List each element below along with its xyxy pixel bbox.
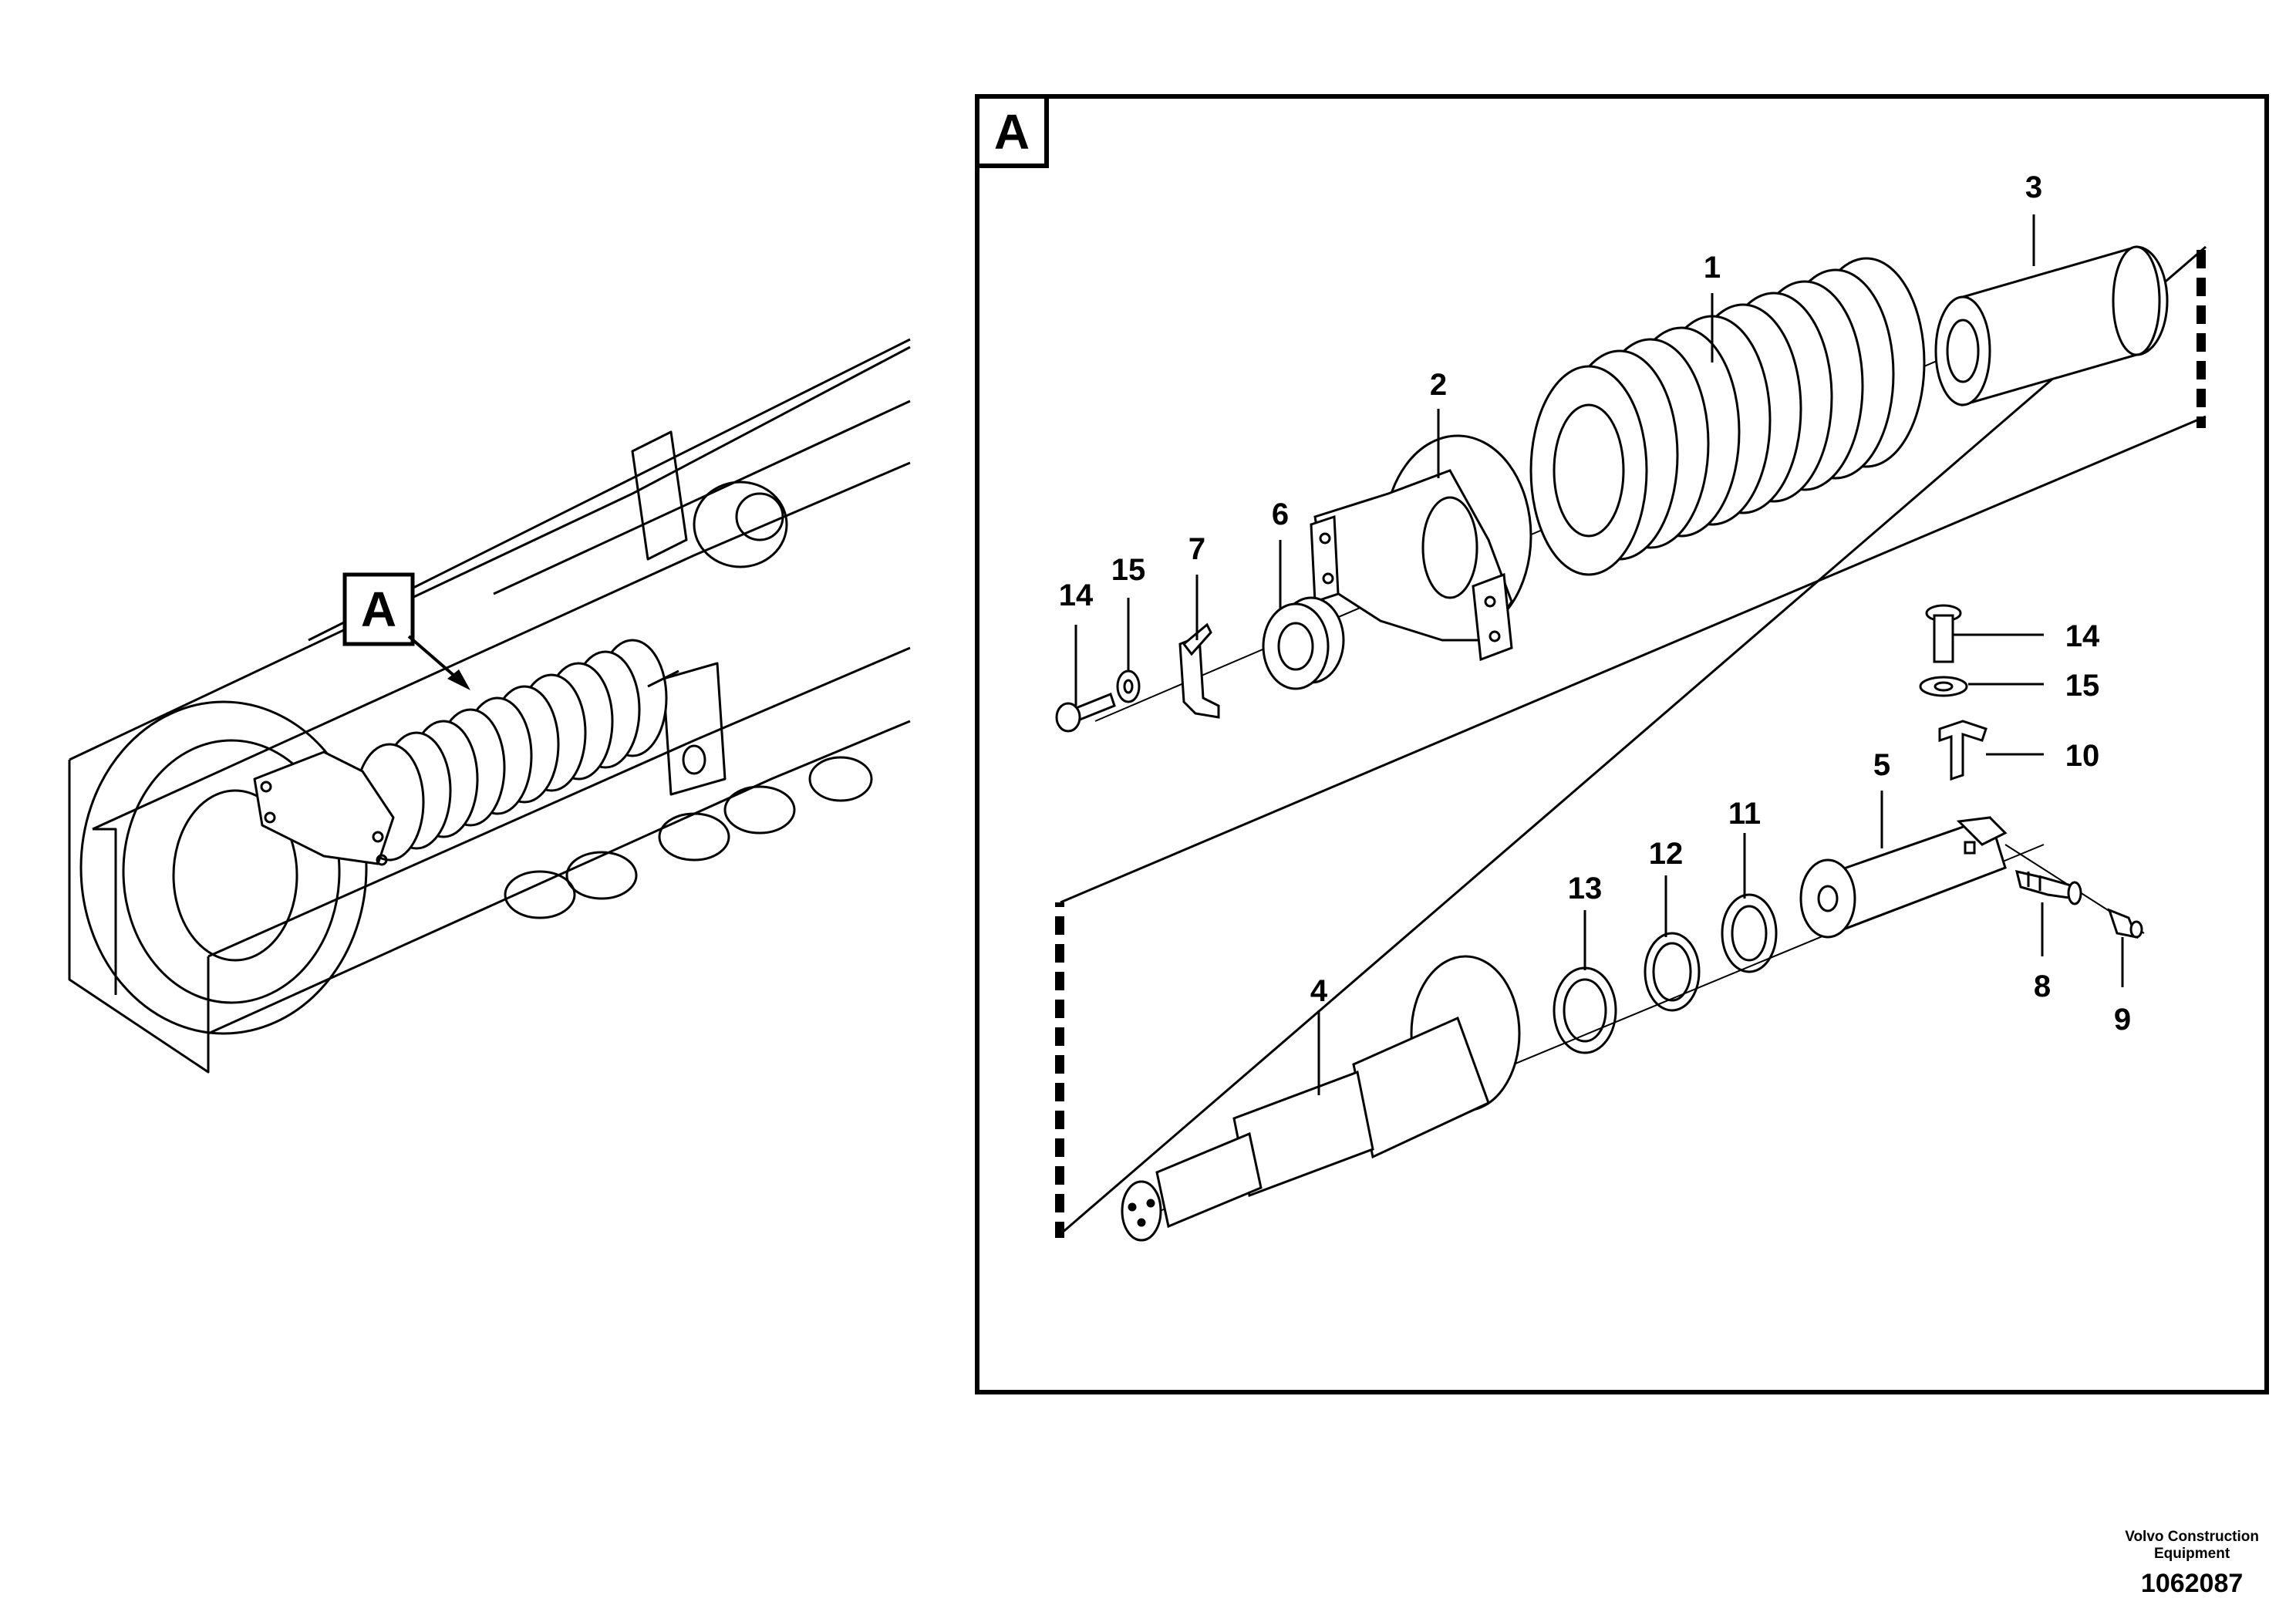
leader-lines (1074, 214, 2124, 1095)
part-6-nut (1262, 596, 1345, 690)
exploded-boundary (1060, 245, 2207, 1236)
boundary-dash-left (1055, 902, 1064, 1238)
company-name-line2: Equipment (2154, 1546, 2230, 1562)
part-15b-washer (1919, 676, 1968, 697)
part-3-spacer (1934, 245, 2169, 406)
label-part-6: 6 (1272, 497, 1289, 531)
label-part-4: 4 (1310, 974, 1328, 1008)
label-part-8: 8 (2034, 969, 2051, 1003)
label-part-10: 10 (2065, 739, 2100, 773)
label-part-12: 12 (1649, 837, 1684, 871)
label-part-14-lower: 14 (2065, 619, 2100, 653)
part-5-cylinder (1799, 816, 2008, 939)
document-number: 1062087 (2140, 1569, 2244, 1598)
label-part-15-upper: 15 (1111, 553, 1146, 587)
part-labels: 1 2 3 4 5 6 7 8 9 10 11 12 13 14 15 14 1… (1059, 170, 2131, 1037)
part-4-piston-rod (1121, 955, 1521, 1242)
detail-view-letter: A (994, 104, 1030, 160)
part-2-yoke-bracket (1310, 434, 1532, 662)
part-10-bracket (1938, 720, 1988, 781)
part-14a-bolt (1055, 693, 1116, 733)
overview-recoil-spring (354, 639, 668, 862)
label-part-1: 1 (1704, 251, 1721, 285)
part-14b-bolt (1925, 604, 1962, 663)
label-part-13: 13 (1568, 872, 1603, 905)
company-name-line1: Volvo Construction (2125, 1529, 2259, 1545)
label-part-11: 11 (1728, 797, 1761, 831)
overview-callout-letter: A (361, 582, 396, 637)
label-part-15-lower: 15 (2065, 669, 2100, 703)
label-part-7: 7 (1188, 532, 1205, 566)
label-part-14-upper: 14 (1059, 578, 1094, 612)
part-11-ring (1721, 893, 1778, 973)
undercarriage-overview (68, 338, 911, 1074)
boundary-dash-right (2197, 243, 2206, 428)
part-13-ring (1553, 966, 1617, 1054)
part-15a-washer (1116, 669, 1141, 703)
part-12-ring (1644, 932, 1701, 1012)
label-part-2: 2 (1430, 368, 1447, 402)
label-part-5: 5 (1873, 748, 1890, 782)
label-part-3: 3 (2025, 170, 2042, 204)
detail-view-frame: A (975, 94, 2269, 1394)
part-9-grease-fitting (2107, 908, 2143, 939)
part-8-valve (2014, 869, 2082, 905)
part-1-recoil-spring (1529, 257, 1926, 576)
label-part-9: 9 (2114, 1003, 2131, 1037)
overview-callout-A: A (342, 572, 470, 690)
document-footer: Volvo Construction Equipment 1062087 (2125, 1529, 2259, 1599)
